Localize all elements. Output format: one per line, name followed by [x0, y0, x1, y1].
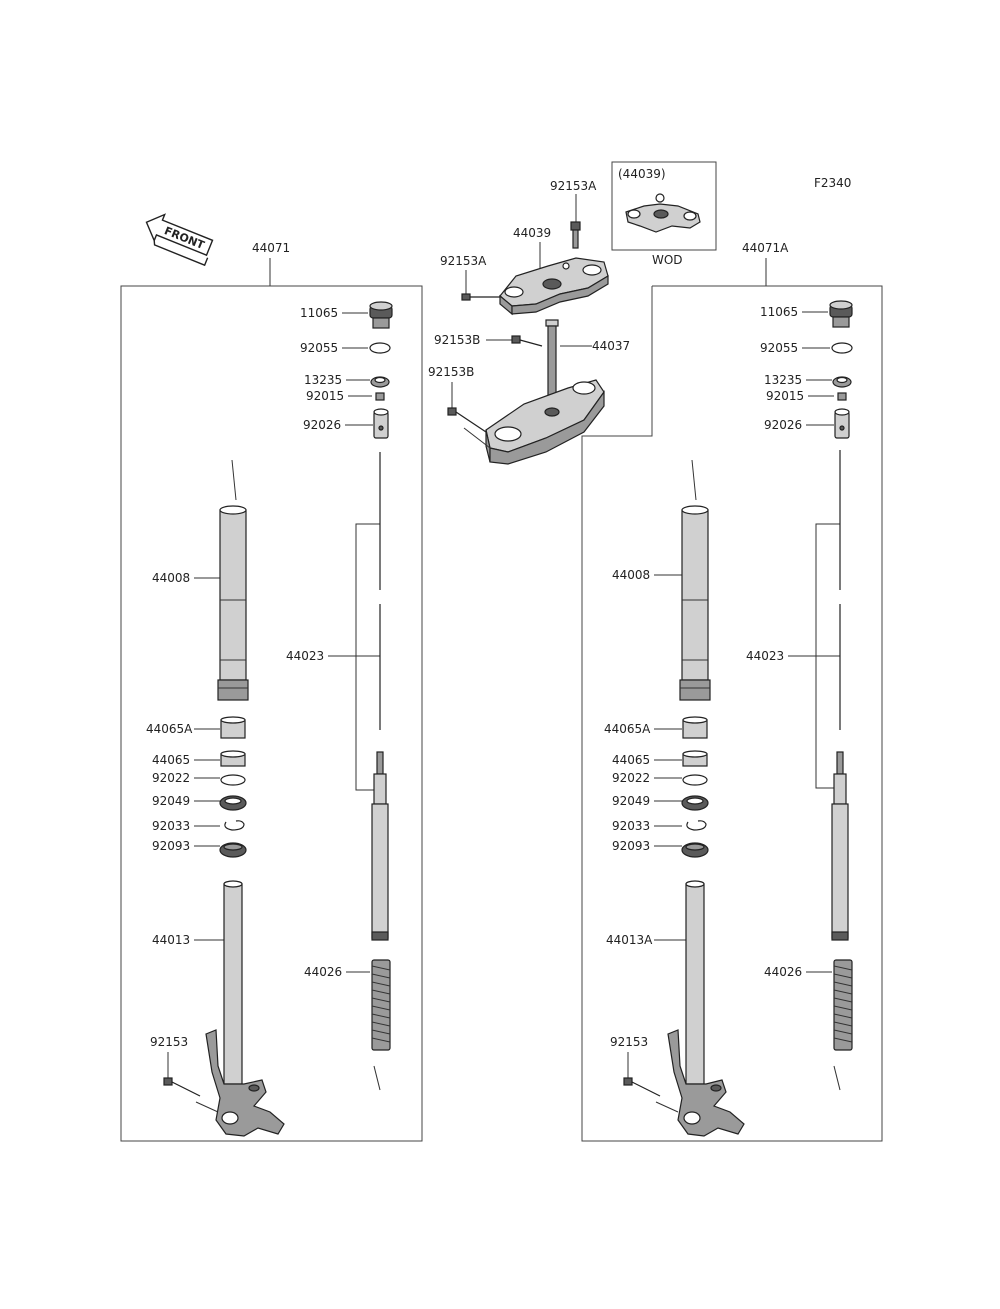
right-label-washer: 92022 — [612, 771, 650, 785]
left-assembly-label: 44071 — [252, 241, 290, 255]
right-label-dust-seal: 92093 — [612, 839, 650, 853]
right-fork-cap-icon — [829, 300, 853, 328]
bolt-top-icon — [570, 221, 581, 249]
left-collar-icon — [370, 376, 390, 388]
right-nut-icon — [837, 392, 847, 401]
left-label-collar: 13235 — [304, 373, 342, 387]
label-stem-bracket: 44037 — [592, 339, 630, 353]
left-stop-ring-icon — [224, 820, 245, 831]
left-bushing-a-icon — [220, 716, 246, 739]
stem-bracket-group: 92153B 44037 92153B — [428, 319, 630, 465]
left-spring-icon — [371, 959, 391, 1051]
inset-title: (44039) — [618, 167, 666, 181]
left-inner-tube-icon — [223, 880, 243, 1085]
left-oil-seal-icon — [219, 795, 247, 811]
left-label-outer-tube: 44008 — [152, 571, 190, 585]
left-label-washer: 92022 — [152, 771, 190, 785]
bolt-stem-icon — [511, 335, 543, 347]
right-collar-icon — [832, 376, 852, 388]
right-label-collar: 13235 — [764, 373, 802, 387]
inset-note: WOD — [652, 253, 683, 267]
left-label-inner-tube: 44013 — [152, 933, 190, 947]
upper-clamp-group: 92153A 44039 92153A — [440, 179, 609, 316]
right-label-oring: 92055 — [760, 341, 798, 355]
figure-code: F2340 — [814, 176, 851, 190]
right-outer-tube-icon — [679, 505, 711, 701]
upper-clamp-icon — [499, 257, 609, 316]
left-bushing-icon — [220, 750, 246, 767]
label-bolt-stem: 92153B — [434, 333, 480, 347]
front-arrow-icon: FRONT — [145, 213, 214, 267]
inset-upper-clamp-icon — [625, 193, 701, 233]
right-label-adjuster: 92026 — [764, 418, 802, 432]
left-fork-cap-icon — [369, 301, 393, 329]
right-inner-tube-icon — [685, 880, 705, 1085]
right-bushing-a-icon — [682, 716, 708, 739]
label-bolt-lower: 92153B — [428, 365, 474, 379]
right-adjuster-icon — [834, 408, 850, 439]
left-label-damper-rod: 44023 — [286, 649, 324, 663]
left-label-nut: 92015 — [306, 389, 344, 403]
right-label-cap: 11065 — [760, 305, 798, 319]
left-label-bushing-a: 44065A — [146, 722, 193, 736]
left-label-adjuster: 92026 — [303, 418, 341, 432]
left-label-spring: 44026 — [304, 965, 342, 979]
left-washer-icon — [220, 774, 246, 786]
right-fork-assembly: 44071A 11065 92055 13235 92015 92026 — [581, 241, 883, 1142]
bolt-lower-icon — [447, 407, 487, 433]
left-label-oil-seal: 92049 — [152, 794, 190, 808]
left-label-cap: 11065 — [300, 306, 338, 320]
right-label-oil-seal: 92049 — [612, 794, 650, 808]
right-label-stop-ring: 92033 — [612, 819, 650, 833]
right-bushing-icon — [682, 750, 708, 767]
left-fork-assembly: 44071 11065 92055 13235 92015 92026 — [120, 241, 423, 1142]
right-label-nut: 92015 — [766, 389, 804, 403]
label-bolt-top: 92153A — [550, 179, 597, 193]
left-outer-tube-icon — [217, 505, 249, 701]
left-damper-rod-icon — [371, 452, 389, 941]
left-label-axle-bolt: 92153 — [150, 1035, 188, 1049]
right-damper-rod-icon — [831, 450, 849, 941]
right-label-bushing-a: 44065A — [604, 722, 651, 736]
inset-box: (44039) WOD — [611, 161, 717, 267]
right-axle-bolt-icon — [623, 1077, 661, 1097]
label-bolt-upper-side: 92153A — [440, 254, 487, 268]
left-label-dust-seal: 92093 — [152, 839, 190, 853]
right-spring-icon — [833, 959, 853, 1051]
right-label-damper-rod: 44023 — [746, 649, 784, 663]
right-assembly-label: 44071A — [742, 241, 789, 255]
left-dust-seal-icon — [219, 842, 247, 858]
left-adjuster-icon — [373, 408, 389, 439]
right-label-outer-tube: 44008 — [612, 568, 650, 582]
label-upper-clamp: 44039 — [513, 226, 551, 240]
left-label-oring: 92055 — [300, 341, 338, 355]
left-axle-bolt-icon — [163, 1077, 201, 1097]
left-oring-icon — [369, 342, 391, 354]
right-label-inner-tube: 44013A — [606, 933, 653, 947]
left-label-stop-ring: 92033 — [152, 819, 190, 833]
stem-bracket-icon — [485, 319, 605, 465]
right-label-spring: 44026 — [764, 965, 802, 979]
right-dust-seal-icon — [681, 842, 709, 858]
left-axle-bracket-icon — [205, 1029, 285, 1137]
right-washer-icon — [682, 774, 708, 786]
right-stop-ring-icon — [686, 820, 707, 831]
right-label-axle-bolt: 92153 — [610, 1035, 648, 1049]
right-axle-bracket-icon — [667, 1029, 745, 1137]
right-oring-icon — [831, 342, 853, 354]
right-oil-seal-icon — [681, 795, 709, 811]
bolt-upper-side-icon — [461, 293, 500, 301]
right-label-bushing: 44065 — [612, 753, 650, 767]
left-nut-icon — [375, 392, 385, 401]
left-label-bushing: 44065 — [152, 753, 190, 767]
